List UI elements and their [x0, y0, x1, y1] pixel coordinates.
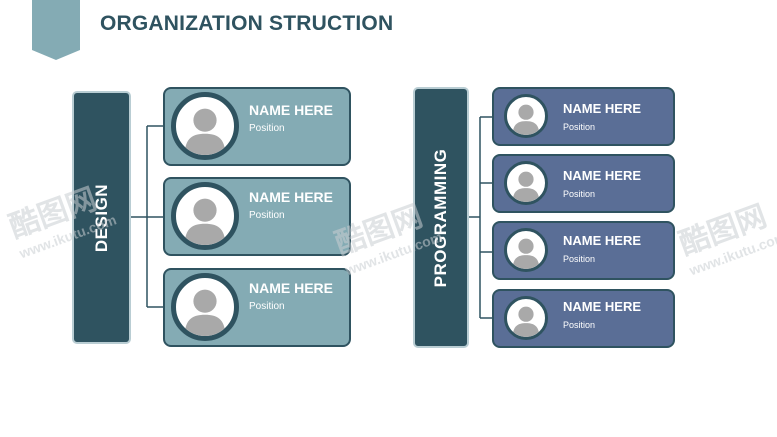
- member-name: NAME HERE: [249, 280, 334, 296]
- avatar: [504, 228, 548, 272]
- person-icon: [512, 238, 540, 269]
- avatar: [504, 296, 548, 340]
- member-name: NAME HERE: [249, 189, 334, 205]
- member-name: NAME HERE: [563, 168, 642, 183]
- member-name: NAME HERE: [249, 102, 334, 118]
- programming-department-bar: PROGRAMMING: [413, 87, 469, 348]
- programming-member-card-2: NAME HERE Position: [492, 154, 675, 213]
- page-title: ORGANIZATION STRUCTION: [100, 12, 394, 35]
- person-icon: [184, 289, 226, 336]
- member-position: Position: [563, 320, 596, 330]
- person-icon: [184, 108, 226, 155]
- member-position: Position: [563, 189, 596, 199]
- design-department-bar: DESIGN: [72, 91, 131, 344]
- member-position: Position: [249, 210, 285, 221]
- programming-member-card-1: NAME HERE Position: [492, 87, 675, 146]
- member-name: NAME HERE: [563, 101, 642, 116]
- member-position: Position: [563, 122, 596, 132]
- member-name: NAME HERE: [563, 233, 642, 248]
- programming-member-card-3: NAME HERE Position: [492, 221, 675, 280]
- person-icon: [184, 198, 226, 245]
- person-icon: [512, 171, 540, 202]
- design-member-card-1: NAME HERE Position: [163, 87, 351, 166]
- avatar: [504, 94, 548, 138]
- title-ribbon: [32, 0, 80, 60]
- programming-member-card-4: NAME HERE Position: [492, 289, 675, 348]
- member-name: NAME HERE: [563, 299, 642, 314]
- person-icon: [512, 306, 540, 337]
- avatar: [171, 92, 239, 160]
- person-icon: [512, 104, 540, 135]
- member-position: Position: [249, 301, 285, 312]
- avatar: [171, 273, 239, 341]
- member-position: Position: [563, 254, 596, 264]
- design-member-card-2: NAME HERE Position: [163, 177, 351, 256]
- member-position: Position: [249, 123, 285, 134]
- avatar: [504, 161, 548, 205]
- design-member-card-3: NAME HERE Position: [163, 268, 351, 347]
- avatar: [171, 182, 239, 250]
